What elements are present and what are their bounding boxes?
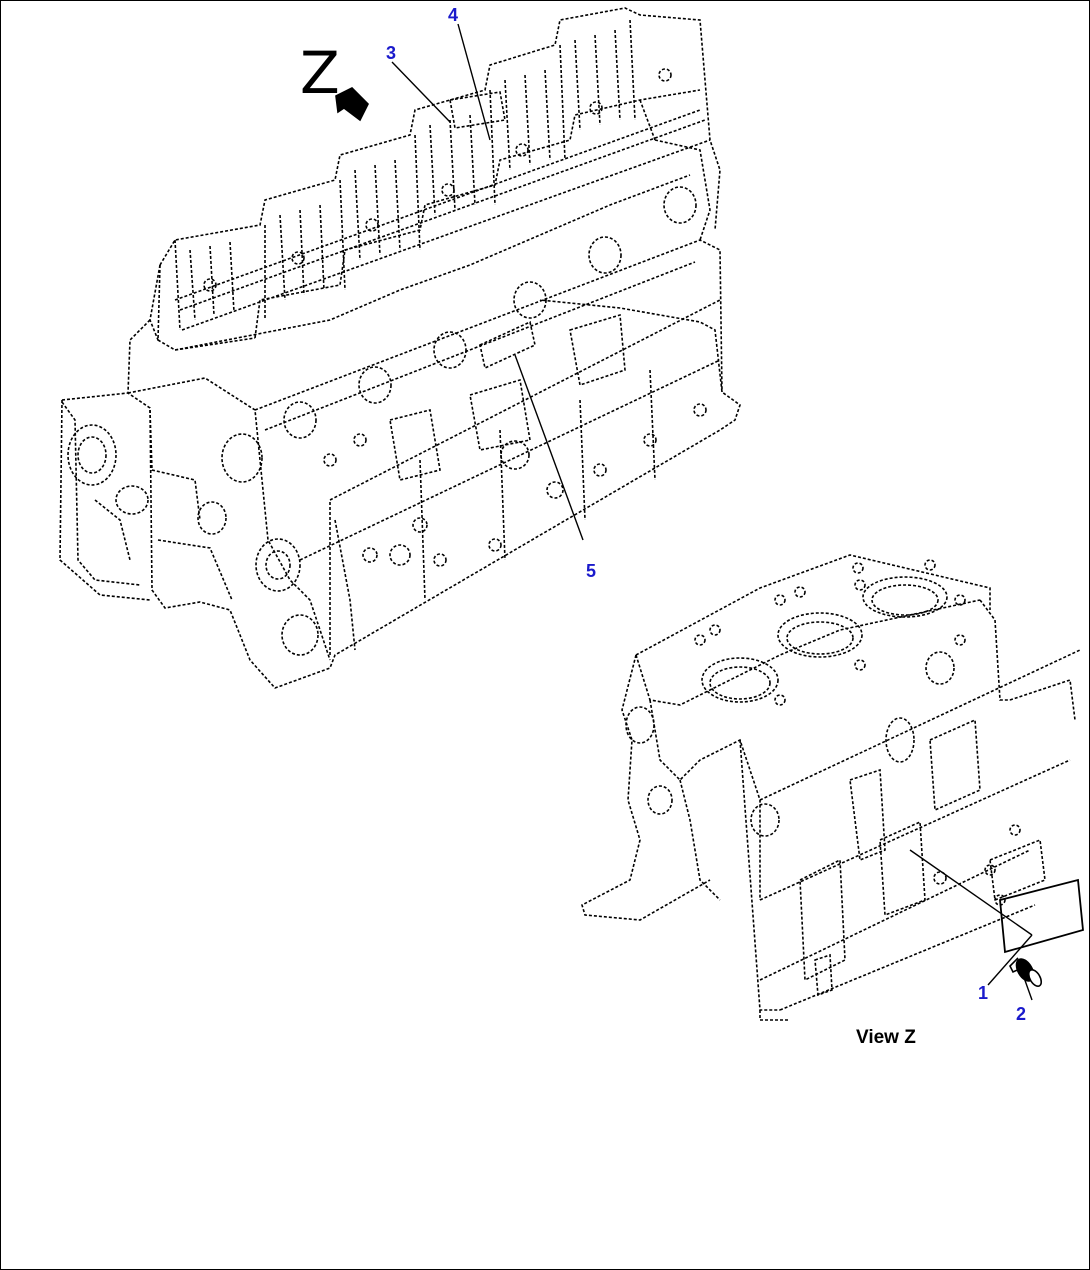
view-z-arrow — [335, 87, 369, 122]
callout-2: 2 — [1016, 1004, 1027, 1024]
drive-screw-part — [1009, 957, 1043, 987]
nameplate-part — [999, 878, 1084, 954]
view-z-letter: Z — [300, 39, 340, 107]
callout-3: 3 — [386, 43, 397, 63]
engine-block-main — [59, 7, 741, 689]
callout-1: 1 — [978, 983, 989, 1003]
callout-4: 4 — [448, 5, 459, 25]
leader-lines — [391, 23, 1033, 1001]
view-z-caption: View Z — [856, 1027, 916, 1048]
callout-5: 5 — [586, 561, 597, 581]
engine-block-view-z — [581, 554, 1081, 1021]
